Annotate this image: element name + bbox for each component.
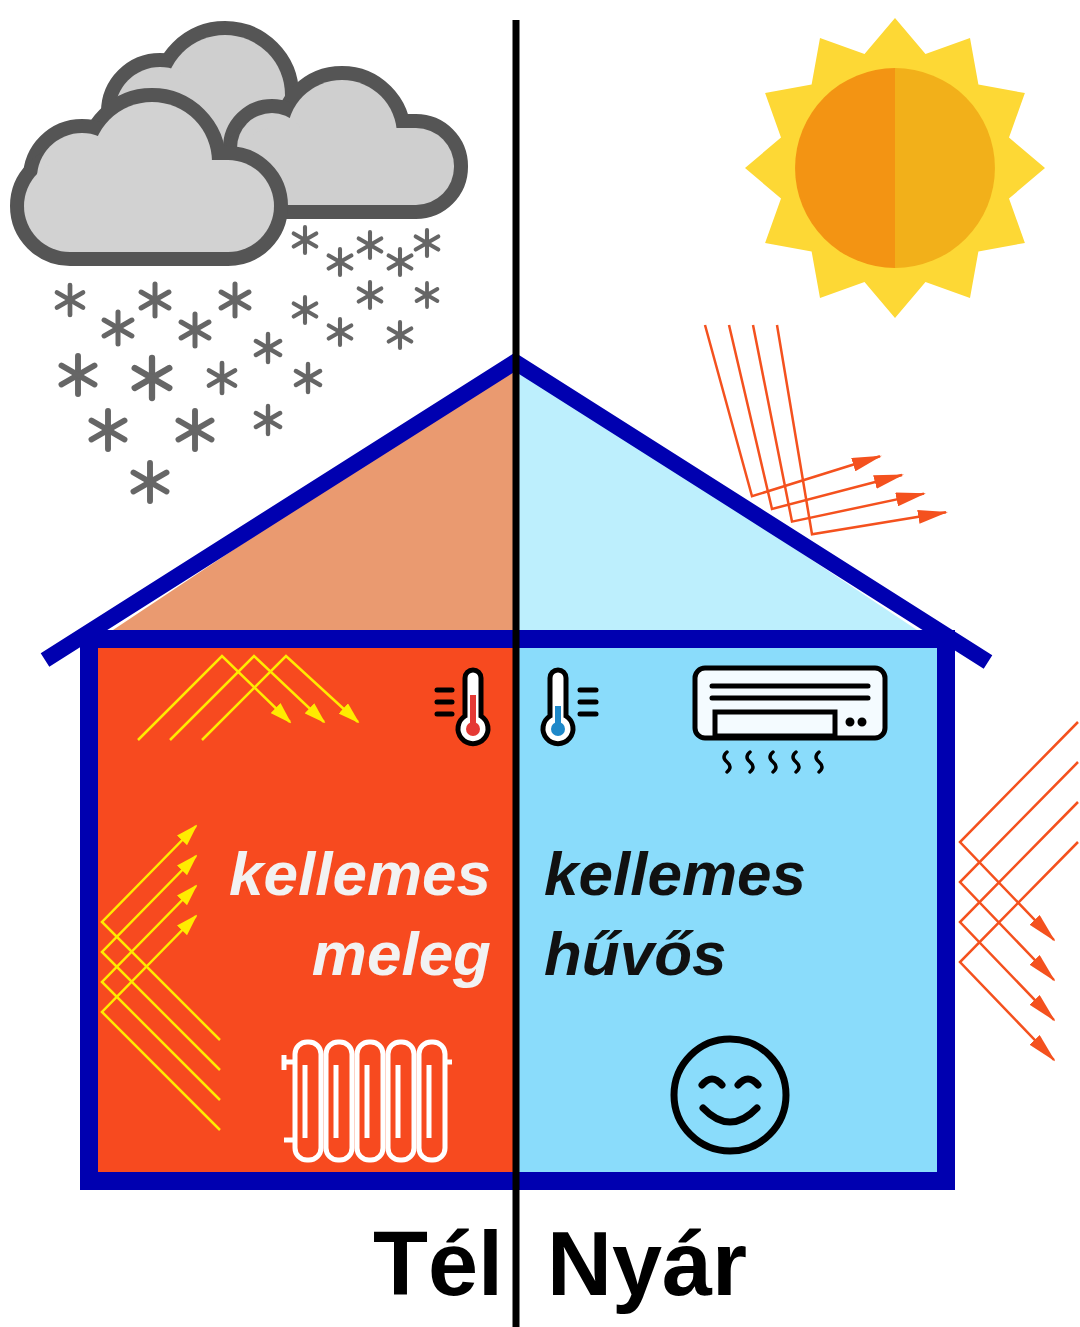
snowflake [135,368,170,388]
snowflake [57,293,83,308]
snowflake [179,421,212,440]
heat-ray [960,802,1078,1020]
heat-ray [753,325,924,522]
heat-ray [960,722,1078,940]
snowflake [294,304,317,317]
snowflake [141,292,169,308]
snowflake [359,289,382,302]
snowflake [221,292,249,308]
snowflake [417,289,438,301]
snowflake [104,320,132,336]
snowflake [359,239,382,252]
season-label: Tél [373,1214,503,1314]
snowflake [209,371,235,386]
snowflake [92,421,125,440]
snowflake [181,322,209,338]
snowflake [329,326,352,339]
snowflake [329,326,352,339]
heat-ray [777,325,946,534]
sun [745,18,1045,318]
thermometer-cool [543,670,596,744]
snowflake [359,289,382,302]
snowflake [329,256,352,269]
comfort-text: kellemes meleg [111,834,491,994]
snowflake [134,473,167,492]
snowflake [181,322,209,338]
snowflake [179,421,212,440]
snowflake [256,341,280,355]
snowflake [416,237,439,250]
clouds [24,35,454,252]
snowflake [92,421,125,440]
snowflake [221,292,249,308]
snowflake [134,473,167,492]
snowflake [256,341,280,355]
heat-ray [202,656,358,740]
snowflake [256,413,280,427]
snowflake [296,371,320,385]
snowflake [389,256,412,269]
snowflake [62,366,95,385]
snowflake [389,329,412,342]
season-label: Nyár [547,1214,747,1314]
house-half: kellemes meleg [98,648,515,1172]
air-conditioner [695,668,885,772]
snowflake [389,329,412,342]
thermometer-warm [437,670,488,744]
snowflake [294,234,317,247]
heat-ray [102,916,220,1130]
snowflake [57,293,83,308]
snowflake [296,371,320,385]
snowflake [389,256,412,269]
snowflake [62,366,95,385]
divider-line [513,20,520,1327]
snowflake [294,304,317,317]
snowflake [359,239,382,252]
snowflake [329,256,352,269]
snowflake [294,234,317,247]
snowflake [135,368,170,388]
snowflake [256,413,280,427]
snowflake [141,292,169,308]
heat-ray [960,762,1078,980]
radiator [284,1042,452,1160]
snowflake [209,371,235,386]
heat-ray [960,842,1078,1060]
house-half: kellemes hűvős [516,648,938,1172]
smiley [674,1039,786,1151]
snowflake [104,320,132,336]
heat-ray [729,325,902,509]
snowflake [416,237,439,250]
snowflake [417,289,438,301]
comfort-text: kellemes hűvős [544,834,924,994]
heat-rays [102,325,1078,1130]
